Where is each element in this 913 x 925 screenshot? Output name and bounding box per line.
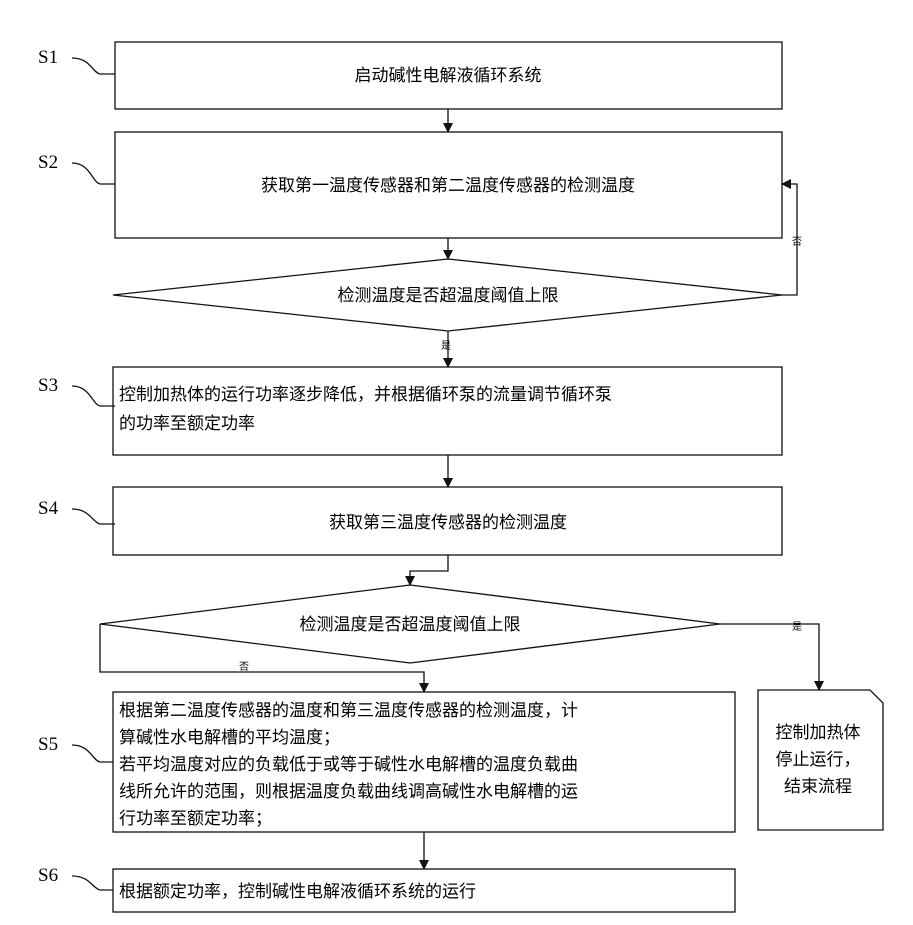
s5-text-line4: 线所允许的范围，则根据温度负载曲线调高碱性水电解槽的运 [119, 782, 578, 802]
d2-text: 检测温度是否超温度阈值上限 [300, 615, 521, 635]
stop-text-line3: 结束流程 [784, 777, 852, 797]
s2-leader [72, 163, 115, 184]
arrow-s4-d2 [410, 555, 448, 585]
s5-text-line2: 算碱性水电解槽的平均温度； [119, 728, 340, 748]
s3-leader [72, 386, 115, 406]
s5-text-line1: 根据第二温度传感器的温度和第三温度传感器的检测温度，计 [119, 701, 578, 721]
s5-text-line3: 若平均温度对应的负载低于或等于碱性水电解槽的温度负载曲 [119, 755, 578, 775]
s5-leader [72, 745, 113, 762]
s1-label: S1 [38, 47, 58, 68]
s6-leader [72, 876, 113, 890]
s5-text-line5: 行功率至额定功率； [119, 809, 272, 829]
s3-text-line2: 的功率至额定功率 [119, 414, 255, 434]
s4-label: S4 [38, 498, 59, 519]
s1-leader [72, 58, 115, 74]
s5-label: S5 [38, 734, 58, 755]
s6-text: 根据额定功率，控制碱性电解液循环系统的运行 [119, 882, 476, 902]
d2-yes-label: 是 [792, 621, 802, 633]
s4-leader [72, 509, 115, 524]
stop-text-line2: 停止运行， [776, 750, 861, 770]
d2-yes-path [720, 624, 819, 690]
d1-yes-label: 是 [441, 340, 451, 352]
s2-label: S2 [38, 152, 58, 173]
s3-text-line1: 控制加热体的运行功率逐步降低，并根据循环泵的流量调节循环泵 [119, 385, 612, 405]
s6-label: S6 [38, 865, 58, 886]
d1-text: 检测温度是否超温度阈值上限 [338, 286, 559, 306]
s2-text: 获取第一温度传感器和第二温度传感器的检测温度 [261, 176, 635, 196]
d2-no-label: 否 [239, 661, 249, 673]
s1-text: 启动碱性电解液循环系统 [355, 66, 542, 86]
s3-label: S3 [38, 375, 58, 396]
s3-box [113, 367, 782, 455]
s4-text: 获取第三温度传感器的检测温度 [329, 513, 567, 533]
d1-no-label: 否 [792, 236, 802, 248]
stop-text-line1: 控制加热体 [776, 723, 861, 743]
